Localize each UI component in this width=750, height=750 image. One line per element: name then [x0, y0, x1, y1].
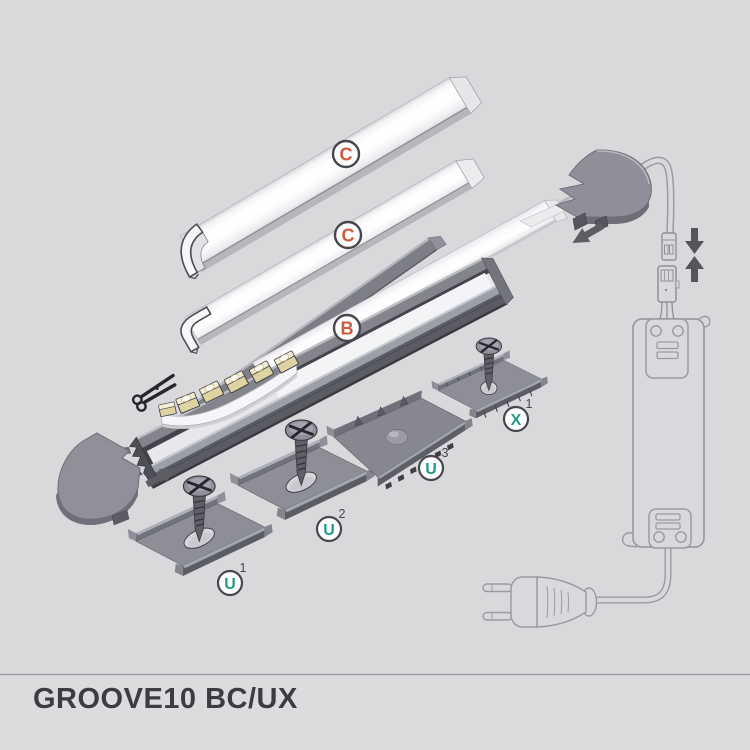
channel-cut-edge: [129, 436, 161, 488]
label-cover-round: C: [331, 139, 361, 169]
arrow-up-icon: [685, 256, 704, 282]
led-chip: [175, 391, 200, 414]
arrow-down-icon: [685, 228, 704, 254]
led-strip-flat: [271, 272, 493, 398]
label-letter: X: [511, 412, 522, 429]
label-letter: C: [342, 226, 355, 246]
power-plug: [482, 576, 598, 628]
led-strip-curl: [160, 361, 298, 429]
led-chip: [248, 360, 274, 384]
label-bracket-u1: U 1: [216, 561, 247, 597]
cover-round-profile: [180, 76, 482, 280]
label-letter: C: [340, 145, 353, 165]
led-chip: [199, 380, 224, 404]
plug-pin: [482, 583, 513, 593]
label-superscript: 1: [240, 561, 247, 575]
label-letter: U: [224, 576, 236, 593]
connector-male: [661, 232, 677, 261]
label-bracket-x1: X 1: [502, 397, 533, 433]
label-superscript: 1: [526, 397, 533, 411]
psu-terminal-bottom: [648, 508, 692, 549]
end-cap-left: [56, 432, 141, 526]
product-title: GROOVE10 BC/UX: [33, 683, 298, 715]
label-letter: U: [425, 461, 437, 478]
label-superscript: 3: [442, 446, 449, 460]
power-supply-unit: [593, 315, 711, 604]
label-bracket-u3: U 3: [417, 446, 449, 482]
arrow-down-left-icon: [572, 223, 604, 243]
led-chip: [158, 401, 177, 418]
label-superscript: 2: [339, 507, 346, 521]
footer-band: [0, 675, 750, 750]
label-letter: B: [341, 319, 354, 339]
plug-pin: [482, 611, 513, 621]
scissors-icon: [131, 373, 177, 412]
connector-female: [657, 265, 680, 321]
led-chip: [223, 370, 249, 394]
arrow-right-icon: [145, 468, 175, 488]
psu-terminal-top: [645, 318, 689, 379]
label-diffuser: B: [332, 313, 362, 343]
end-cap-cable: [637, 156, 675, 234]
label-letter: U: [323, 522, 335, 539]
led-chip: [273, 350, 299, 374]
label-bracket-u2: U 2: [315, 507, 346, 543]
cover-flat-profile: [180, 158, 485, 355]
label-cover-flat: C: [333, 220, 363, 250]
